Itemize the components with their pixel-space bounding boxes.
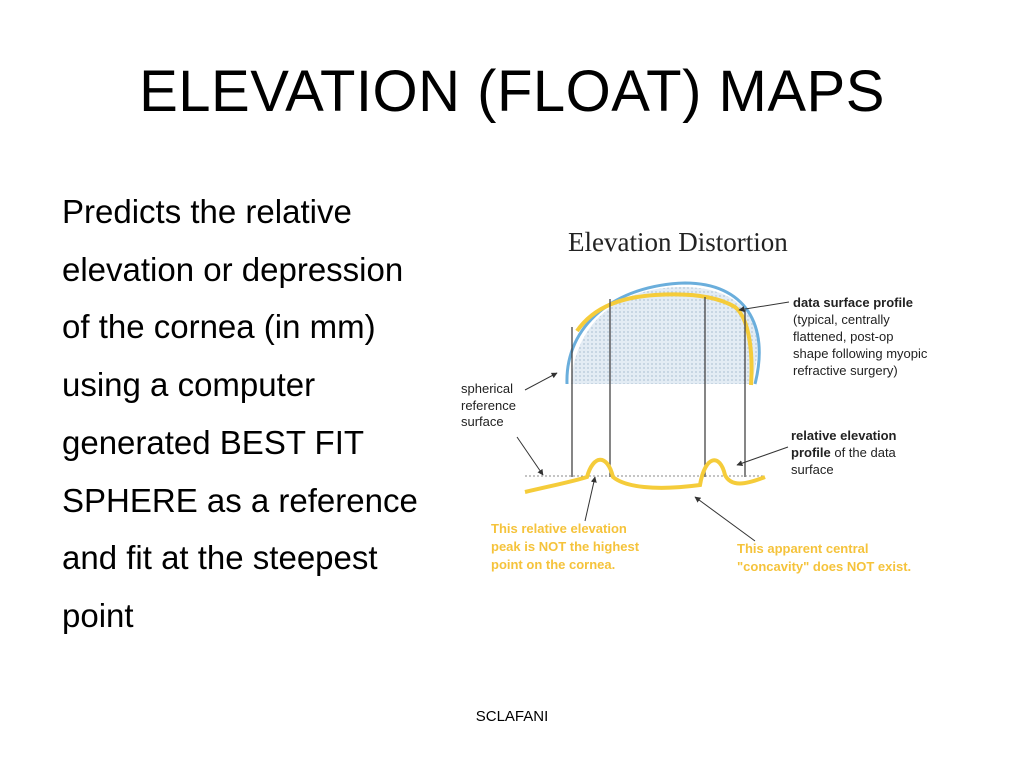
data-surface-profile-curve <box>575 292 754 386</box>
elevation-distortion-figure: Elevation Distortion spherical reference… <box>461 227 931 574</box>
footer-text: SCLAFANI <box>475 708 549 725</box>
body-line: SPHERE as a reference <box>62 481 418 519</box>
pointer-arrow <box>584 476 597 522</box>
body-line: and fit at the steepest <box>62 539 378 577</box>
concavity-note: This apparent central "concavity" does N… <box>737 541 911 574</box>
pointer-arrow <box>516 436 544 476</box>
slide-title: ELEVATION (FLOAT) MAPS <box>139 59 885 124</box>
body-text: Predicts the relative elevation or depre… <box>62 183 437 645</box>
pointer-arrow <box>736 446 789 467</box>
peak-note: This relative elevation peak is NOT the … <box>491 521 643 572</box>
body-line: Predicts the relative <box>62 193 352 230</box>
figure-title: Elevation Distortion <box>568 227 788 257</box>
relative-elevation-label: relative elevation profile of the data s… <box>791 428 900 477</box>
spherical-reference-label: spherical reference surface <box>461 381 520 429</box>
data-surface-label: data surface profile (typical, centrally… <box>793 295 931 378</box>
relative-elevation-profile-curve <box>524 457 766 494</box>
body-line: generated BEST FIT <box>62 423 365 461</box>
shaded-region <box>571 286 758 384</box>
pointer-arrow <box>524 372 558 391</box>
body-line: elevation or depression <box>62 250 404 288</box>
pointer-arrow <box>694 496 756 542</box>
body-line: point <box>62 596 134 634</box>
body-line: of the cornea (in mm) <box>62 308 376 346</box>
reference-sphere-curve <box>565 281 761 385</box>
body-line: using a computer <box>62 366 316 404</box>
pointer-arrow <box>738 301 790 313</box>
